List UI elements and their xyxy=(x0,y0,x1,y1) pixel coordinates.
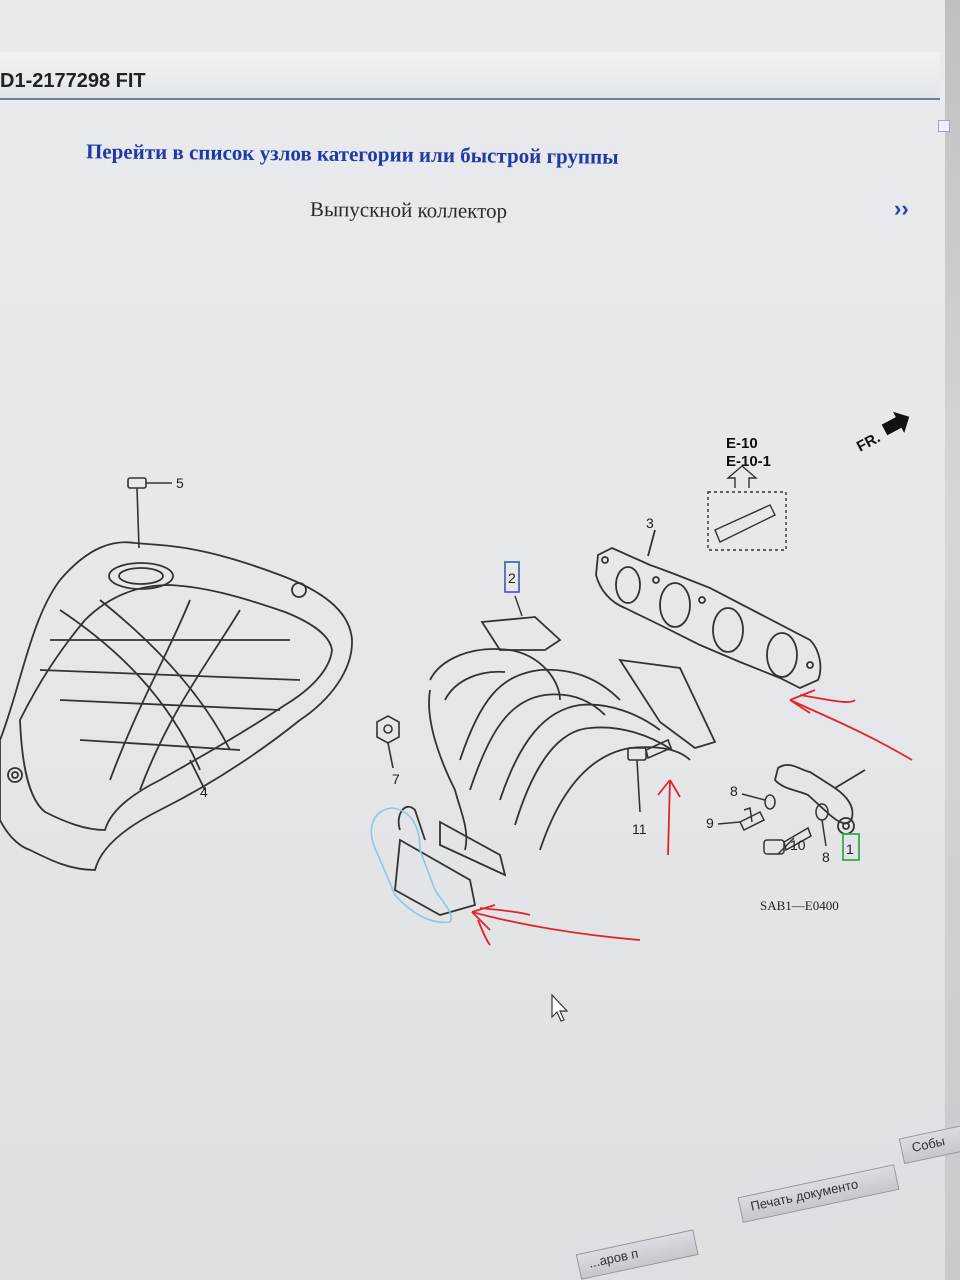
part-label-8b: 8 xyxy=(822,849,830,865)
part-label-10: 10 xyxy=(790,837,806,853)
nut-7-drawing xyxy=(376,715,400,769)
window-title: D1-2177298 FIT xyxy=(0,70,146,92)
bolt-5-drawing xyxy=(127,477,172,549)
exhaust-manifold-drawing xyxy=(394,616,717,916)
part-label-2: 2 xyxy=(508,570,516,586)
washer-8-drawing xyxy=(741,793,829,847)
gasket-drawing xyxy=(595,529,822,689)
stud-bolt-11-drawing xyxy=(627,738,673,813)
red-annotation-arrows xyxy=(471,689,913,946)
mouse-cursor-icon xyxy=(551,993,569,1022)
diagram-code: SAB1—E0400 xyxy=(760,898,839,913)
part-label-9: 9 xyxy=(706,815,714,831)
bolt-9-drawing xyxy=(717,807,766,832)
svg-text:FR.: FR. xyxy=(854,429,883,455)
ref-e10: E-10 xyxy=(726,435,758,452)
window-control-icon[interactable] xyxy=(938,120,950,132)
part-label-4: 4 xyxy=(200,784,208,800)
bolt-10-drawing xyxy=(763,826,812,855)
heat-shield-drawing xyxy=(0,541,353,871)
part-label-3: 3 xyxy=(646,515,654,531)
window-title-bar xyxy=(0,52,940,100)
part-label-1: 1 xyxy=(846,841,854,857)
taskbar-item-print[interactable]: Печать документо xyxy=(737,1164,900,1223)
blue-annotation-box xyxy=(504,561,520,593)
part-label-11: 11 xyxy=(632,821,647,837)
green-annotation-box xyxy=(842,833,860,861)
part-label-8a: 8 xyxy=(730,783,738,799)
front-arrow-icon: FR. xyxy=(854,411,910,456)
stud-drawing xyxy=(707,465,787,551)
manifold-part-2-line xyxy=(514,595,523,617)
part-label-7: 7 xyxy=(392,771,400,787)
ref-e10-1: E-10-1 xyxy=(726,453,771,470)
next-arrow-button[interactable]: ›› xyxy=(894,196,909,221)
part-label-5: 5 xyxy=(176,475,184,491)
cyan-annotation-outline xyxy=(370,807,453,924)
taskbar-item-events[interactable]: Собы xyxy=(898,1119,960,1165)
bracket-1-drawing xyxy=(774,764,866,835)
parts-diagram: 4 5 7 2 xyxy=(0,411,913,1022)
